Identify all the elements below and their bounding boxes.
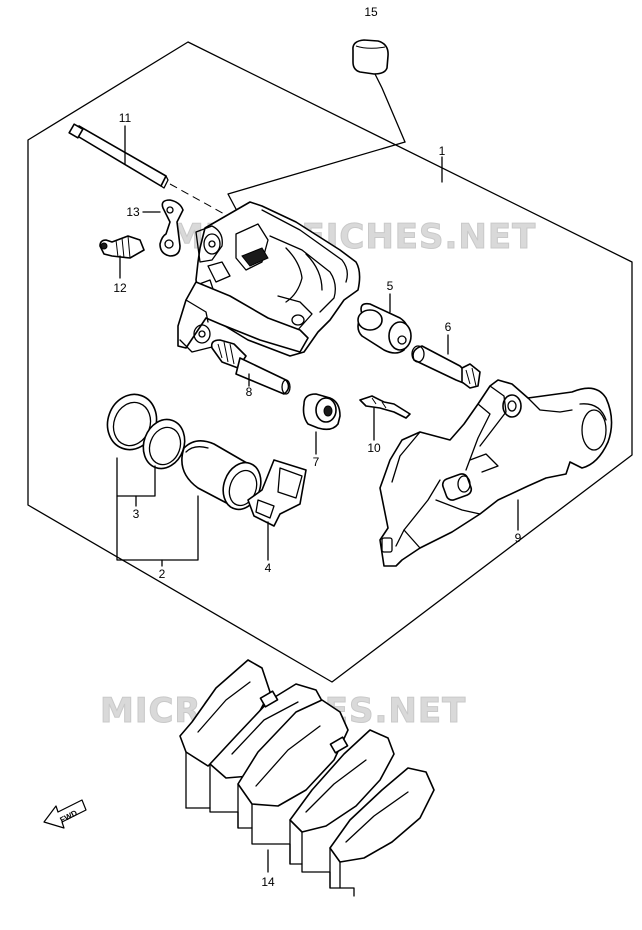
callout-6: 6 — [445, 320, 452, 334]
assembly-boundary — [27, 41, 633, 683]
callout-8: 8 — [246, 385, 253, 399]
part-10-pad-spring — [359, 395, 411, 419]
callout-9: 9 — [515, 531, 522, 545]
part-3-seals — [106, 393, 186, 470]
part-4-shim — [247, 459, 307, 527]
callouts: 15 1 11 13 12 5 6 8 7 10 9 3 2 4 14 — [113, 5, 521, 889]
caliper-body — [177, 201, 361, 357]
callout-14: 14 — [261, 875, 275, 889]
callout-12: 12 — [113, 281, 127, 295]
part-13-bracket — [159, 199, 184, 257]
leader-lines — [116, 125, 519, 873]
callout-2: 2 — [159, 567, 166, 581]
callout-1: 1 — [439, 144, 446, 158]
part-7-bushing — [302, 393, 341, 431]
callout-7: 7 — [313, 455, 320, 469]
callout-10: 10 — [367, 441, 381, 455]
part-15-bleeder-cap — [352, 39, 406, 143]
callout-15: 15 — [364, 5, 378, 19]
fwd-arrow-icon: FWD — [43, 799, 87, 829]
part-11-pad-pin — [68, 123, 247, 227]
part-6-sleeve — [411, 345, 481, 389]
callout-5: 5 — [387, 279, 394, 293]
part-8-bolt — [210, 339, 291, 395]
part-14-brake-pads — [179, 659, 435, 897]
callout-11: 11 — [119, 111, 132, 125]
part-9-bracket — [379, 379, 613, 567]
callout-13: 13 — [126, 205, 140, 219]
part-5-boot — [357, 302, 412, 354]
callout-4: 4 — [265, 561, 272, 575]
callout-3: 3 — [133, 507, 140, 521]
part-12-bleeder-valve — [99, 235, 145, 259]
